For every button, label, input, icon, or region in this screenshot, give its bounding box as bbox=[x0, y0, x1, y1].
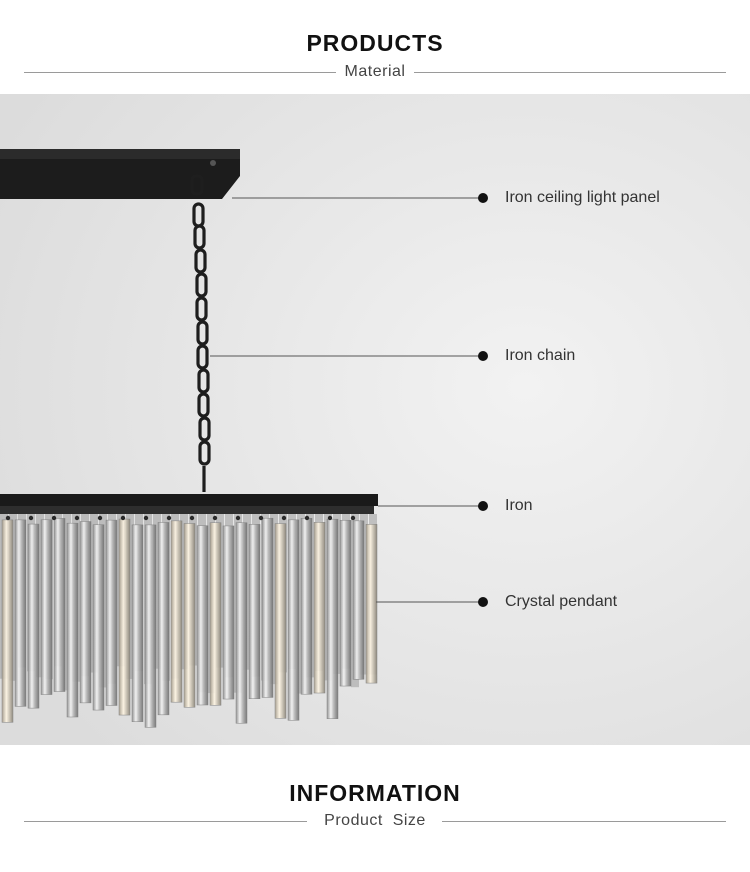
callout-label-iron: Iron bbox=[505, 497, 533, 514]
crystal-prism bbox=[261, 517, 274, 698]
products-header: PRODUCTS bbox=[0, 30, 750, 57]
divider-left bbox=[24, 821, 307, 822]
crystal-prism bbox=[287, 519, 300, 721]
callout-dot-panel bbox=[478, 193, 488, 203]
information-title: INFORMATION bbox=[289, 780, 461, 806]
crystal-prism bbox=[339, 519, 352, 687]
products-subtitle-row: Material bbox=[24, 62, 726, 82]
crystal-prism bbox=[66, 522, 79, 718]
crystal-prism bbox=[274, 523, 287, 719]
crystal-prism bbox=[105, 519, 118, 706]
products-subtitle: Material bbox=[344, 63, 406, 80]
crystal-prism bbox=[131, 524, 144, 722]
crystal-prism bbox=[365, 524, 378, 684]
products-title: PRODUCTS bbox=[306, 30, 444, 56]
iron-chain bbox=[190, 174, 211, 492]
information-header: INFORMATION bbox=[0, 780, 750, 807]
crystal-prism bbox=[313, 522, 326, 694]
crystal-prism bbox=[270, 514, 278, 685]
crystal-hook bbox=[166, 515, 172, 521]
crystal-hook bbox=[281, 515, 287, 521]
callout-dots bbox=[478, 193, 488, 607]
crystal-pendants bbox=[0, 514, 378, 728]
information-subtitle: Product Size bbox=[324, 812, 426, 829]
information-subtitle-row: Product Size bbox=[24, 811, 726, 831]
crystal-prism bbox=[36, 514, 44, 678]
crystal-prism bbox=[248, 524, 261, 699]
ceiling-panel bbox=[0, 149, 240, 199]
crystal-prism bbox=[53, 518, 66, 692]
crystal-hook bbox=[143, 515, 149, 521]
crystal-prism bbox=[79, 521, 92, 704]
crystal-prism bbox=[170, 520, 183, 703]
crystal-hook bbox=[304, 515, 310, 521]
callout-dot-crystal bbox=[478, 597, 488, 607]
crystal-prism bbox=[326, 518, 339, 719]
callout-label-chain: Iron chain bbox=[505, 347, 576, 364]
crystal-prism bbox=[1, 519, 14, 723]
crystal-prism bbox=[14, 519, 27, 707]
crystal-prism bbox=[144, 524, 157, 728]
crystal-prism bbox=[235, 522, 248, 724]
crystal-prism bbox=[196, 525, 209, 706]
crystal-prism bbox=[300, 518, 313, 695]
crystal-prism bbox=[27, 523, 40, 709]
crystal-hook bbox=[97, 515, 103, 521]
crystal-hook bbox=[327, 515, 333, 521]
crystal-hook bbox=[212, 515, 218, 521]
callout-lines bbox=[210, 197, 482, 603]
crystal-hook bbox=[5, 515, 11, 521]
callout-label-ceiling-panel: Iron ceiling light panel bbox=[505, 189, 660, 206]
crystal-hook bbox=[235, 515, 241, 521]
callout-dot-iron bbox=[478, 501, 488, 511]
callout-dot-chain bbox=[478, 351, 488, 361]
callout-label-crystal: Crystal pendant bbox=[505, 593, 618, 610]
crystal-prism bbox=[118, 518, 131, 716]
crystal-prism bbox=[157, 522, 170, 716]
crystal-hook bbox=[51, 515, 57, 521]
crystal-prism bbox=[40, 519, 53, 695]
divider-left bbox=[24, 72, 336, 73]
divider-right bbox=[414, 72, 726, 73]
crystal-hook bbox=[350, 515, 356, 521]
iron-frame bbox=[0, 494, 378, 514]
crystal-hook bbox=[189, 515, 195, 521]
crystal-hook bbox=[258, 515, 264, 521]
crystal-prism bbox=[352, 520, 365, 680]
chandelier-photo bbox=[0, 94, 750, 745]
crystal-prism bbox=[183, 523, 196, 708]
divider-right bbox=[442, 821, 726, 822]
crystal-hook bbox=[74, 515, 80, 521]
crystal-prism bbox=[222, 525, 235, 700]
crystal-prism bbox=[92, 524, 105, 711]
crystal-prism bbox=[153, 514, 161, 669]
crystal-hook bbox=[120, 515, 126, 521]
crystal-prism bbox=[209, 522, 222, 706]
crystal-hook bbox=[28, 515, 34, 521]
